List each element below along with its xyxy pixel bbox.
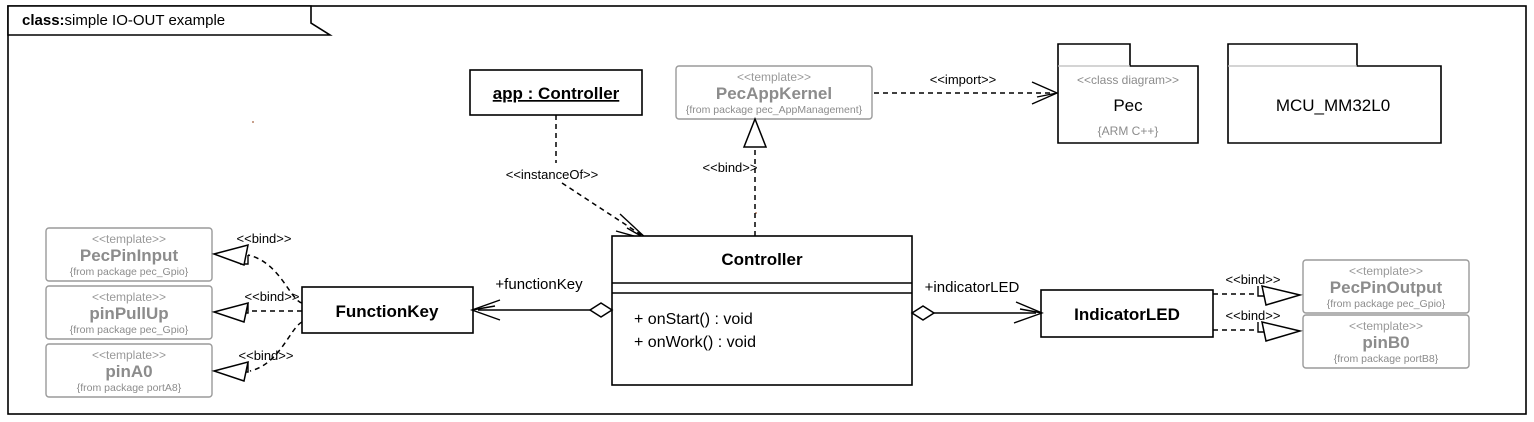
bind-pin-pull-up-label: <<bind>> bbox=[245, 289, 300, 304]
assoc-indicator-led-label: +indicatorLED bbox=[925, 279, 1020, 296]
connector-bind-pin-b0: <<bind>> bbox=[1213, 308, 1303, 342]
connector-bind-kernel: <<bind>> bbox=[703, 116, 768, 236]
pin-a0-stereotype: <<template>> bbox=[92, 348, 166, 362]
frame-title-tab bbox=[7, 5, 333, 36]
bind-kernel-label: <<bind>> bbox=[703, 160, 758, 175]
controller-operation: + onStart() : void bbox=[634, 311, 753, 328]
template-box-pin-a0[interactable]: <<template>> pinA0 {from package portA8} bbox=[45, 343, 213, 398]
controller-name: Controller bbox=[721, 250, 803, 269]
frame-keyword: class:simple IO-OUT example bbox=[22, 12, 225, 29]
pin-b0-from: {from package portB8} bbox=[1334, 353, 1439, 365]
package-mcu-mm32l0[interactable]: MCU_MM32L0 bbox=[1227, 43, 1442, 144]
pec-app-kernel-from: {from package pec_AppManagement} bbox=[686, 104, 863, 116]
pin-b0-stereotype: <<template>> bbox=[1349, 319, 1423, 333]
class-box-function-key[interactable]: FunctionKey bbox=[301, 286, 474, 334]
assoc-function-key-label: +functionKey bbox=[495, 276, 583, 293]
bind-pec-pin-output-label: <<bind>> bbox=[1226, 272, 1281, 287]
connector-bind-pin-a0: <<bind>> bbox=[211, 321, 303, 382]
pin-pull-up-from: {from package pec_Gpio} bbox=[70, 324, 189, 336]
pec-tag: {ARM C++} bbox=[1098, 124, 1159, 138]
instance-of-label: <<instanceOf>> bbox=[506, 167, 599, 182]
pin-a0-from: {from package portA8} bbox=[77, 382, 182, 394]
template-box-pec-pin-input[interactable]: <<template>> PecPinInput {from package p… bbox=[45, 227, 213, 282]
connector-assoc-function-key: +functionKey bbox=[469, 276, 614, 321]
connector-bind-pin-pull-up: <<bind>> bbox=[211, 289, 302, 323]
pec-pin-input-from: {from package pec_Gpio} bbox=[70, 266, 189, 278]
pec-pin-output-from: {from package pec_Gpio} bbox=[1327, 298, 1446, 310]
pec-app-kernel-stereotype: <<template>> bbox=[737, 70, 811, 84]
mcu-name: MCU_MM32L0 bbox=[1276, 96, 1390, 115]
speck bbox=[755, 212, 757, 214]
indicator-led-name: IndicatorLED bbox=[1074, 305, 1180, 324]
pec-app-kernel-name: PecAppKernel bbox=[716, 84, 832, 103]
bind-pin-a0-label: <<bind>> bbox=[239, 348, 294, 363]
pin-b0-name: pinB0 bbox=[1362, 333, 1409, 352]
pin-a0-name: pinA0 bbox=[105, 362, 152, 381]
template-box-pec-app-kernel[interactable]: <<template>> PecAppKernel {from package … bbox=[675, 65, 873, 120]
app-object-name: app : Controller bbox=[493, 84, 620, 103]
pec-stereotype: <<class diagram>> bbox=[1077, 73, 1179, 87]
class-box-controller[interactable]: Controller + onStart() : void + onWork()… bbox=[611, 235, 913, 386]
pec-pin-output-name: PecPinOutput bbox=[1330, 278, 1443, 297]
template-box-pin-pull-up[interactable]: <<template>> pinPullUp {from package pec… bbox=[45, 285, 213, 340]
speck bbox=[252, 121, 254, 123]
import-label: <<import>> bbox=[930, 72, 997, 87]
pin-pull-up-name: pinPullUp bbox=[89, 304, 168, 323]
pec-name: Pec bbox=[1113, 96, 1143, 115]
pec-pin-input-name: PecPinInput bbox=[80, 246, 179, 265]
template-box-pec-pin-output[interactable]: <<template>> PecPinOutput {from package … bbox=[1302, 259, 1470, 314]
pin-pull-up-stereotype: <<template>> bbox=[92, 290, 166, 304]
controller-operation: + onWork() : void bbox=[634, 334, 756, 351]
connector-bind-pec-pin-output: <<bind>> bbox=[1213, 272, 1303, 306]
pec-pin-input-stereotype: <<template>> bbox=[92, 232, 166, 246]
package-pec[interactable]: <<class diagram>> Pec {ARM C++} bbox=[1057, 43, 1199, 144]
function-key-name: FunctionKey bbox=[336, 302, 439, 321]
connector-assoc-indicator-led: +indicatorLED bbox=[910, 279, 1044, 324]
template-box-pin-b0[interactable]: <<template>> pinB0 {from package portB8} bbox=[1302, 314, 1470, 369]
class-box-indicator-led[interactable]: IndicatorLED bbox=[1040, 289, 1214, 338]
bind-pec-pin-input-label: <<bind>> bbox=[237, 231, 292, 246]
bind-pin-b0-label: <<bind>> bbox=[1226, 308, 1281, 323]
pec-pin-output-stereotype: <<template>> bbox=[1349, 264, 1423, 278]
connector-bind-pec-pin-input: <<bind>> bbox=[211, 231, 303, 304]
class-box-app-object[interactable]: app : Controller bbox=[469, 69, 643, 116]
connector-import: <<import>> bbox=[874, 72, 1059, 105]
